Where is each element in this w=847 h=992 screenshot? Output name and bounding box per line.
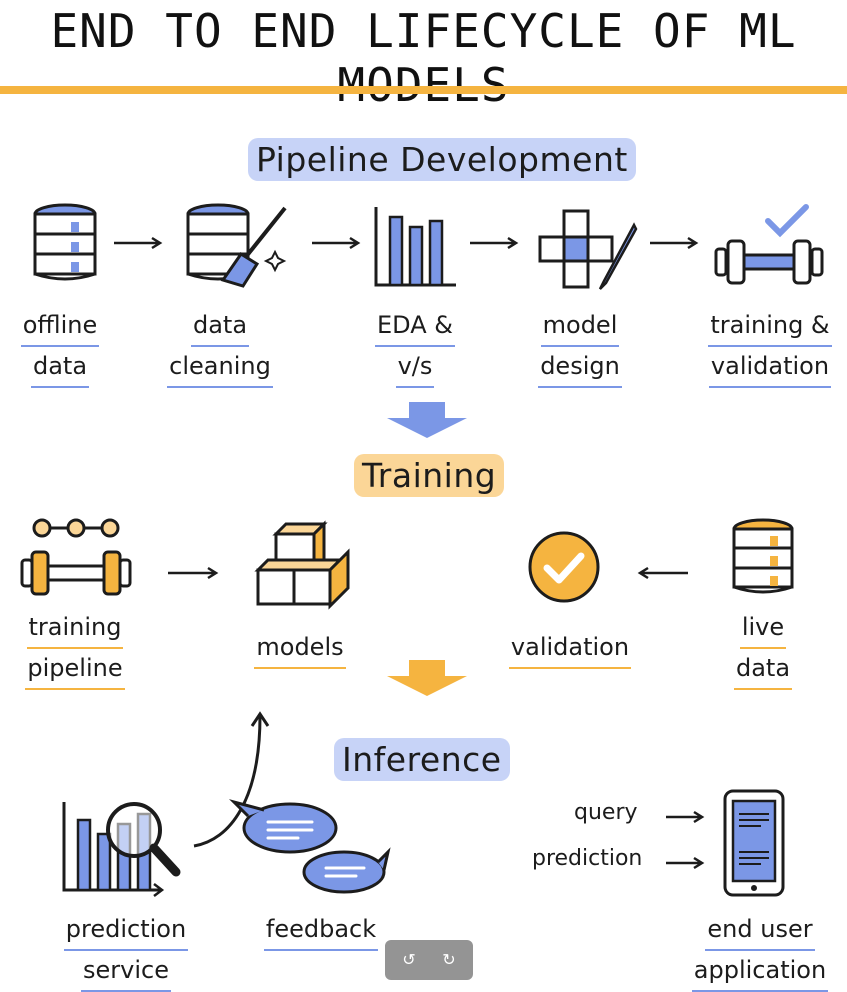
database-icon: [732, 518, 794, 594]
training-step-models: models: [240, 628, 360, 669]
inference-prediction-service: prediction service: [48, 910, 204, 992]
rotate-right-icon[interactable]: ↻: [442, 950, 456, 969]
chart-magnifier-icon: [62, 802, 181, 897]
pipeline-dumbbell-icon: [20, 518, 132, 596]
pipeline-step-offline-data: offline data: [5, 306, 115, 388]
section-title-inference-text: Inference: [342, 740, 502, 779]
pipeline-step-training-validation: training & validation: [697, 306, 843, 388]
pipeline-step-data-cleaning: data cleaning: [160, 306, 280, 388]
cubes-icon: [254, 520, 350, 610]
bar-chart-icon: [374, 207, 456, 287]
inference-feedback: feedback: [256, 910, 386, 951]
training-step-validation: validation: [495, 628, 645, 669]
phone-icon: [723, 789, 785, 897]
training-step-live-data: live data: [710, 608, 816, 690]
chat-bubbles-icon: [228, 799, 391, 894]
image-viewer-toolbar: ↺ ↻: [385, 940, 473, 980]
inference-end-user-application: end user application: [680, 910, 840, 992]
section-title-inference: Inference: [334, 738, 510, 781]
arrow-right-icon: [666, 810, 705, 824]
arrow-right-icon: [114, 236, 163, 250]
arrow-left-icon: [637, 566, 688, 580]
pipeline-step-model-design: model design: [525, 306, 635, 388]
check-circle-icon: [528, 531, 600, 603]
arrow-right-icon: [168, 566, 219, 580]
rotate-left-icon[interactable]: ↺: [402, 950, 416, 969]
section-title-pipeline: Pipeline Development: [248, 138, 636, 181]
arrow-right-icon: [666, 856, 705, 870]
blueprint-pencil-icon: [538, 209, 638, 290]
dumbbell-check-icon: [714, 204, 824, 285]
prediction-label: prediction: [532, 846, 643, 871]
arrow-right-icon: [470, 236, 519, 250]
section-title-training-text: Training: [362, 456, 497, 495]
database-broom-icon: [186, 203, 287, 288]
pipeline-step-eda: EDA & v/s: [360, 306, 470, 388]
database-icon: [33, 203, 97, 281]
arrow-right-icon: [650, 236, 699, 250]
query-label: query: [574, 800, 638, 825]
arrow-down-orange-icon: [387, 660, 467, 696]
training-step-training-pipeline: training pipeline: [10, 608, 140, 690]
page-title: END TO END LIFECYCLE OF ML MODELS: [50, 4, 797, 112]
arrow-down-blue-icon: [387, 402, 467, 438]
section-title-training: Training: [354, 454, 505, 497]
arrow-right-icon: [312, 236, 361, 250]
section-title-pipeline-text: Pipeline Development: [256, 140, 628, 179]
title-underline: [0, 86, 847, 94]
